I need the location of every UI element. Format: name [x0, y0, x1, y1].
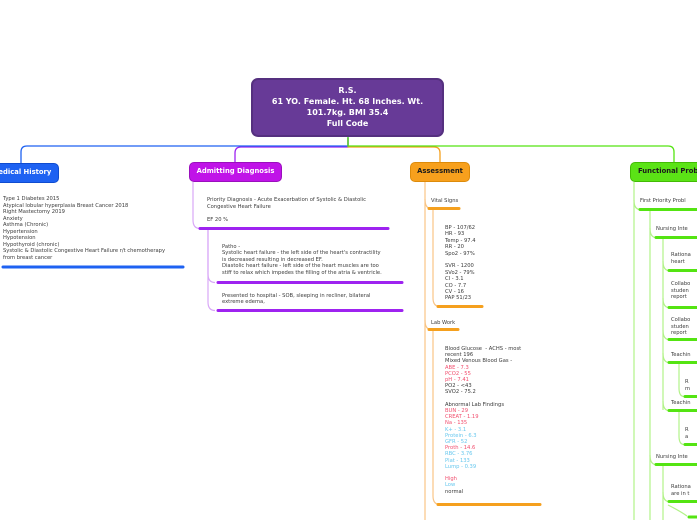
node-teaching-1-rationale[interactable]: R m — [685, 379, 691, 392]
lab-line: PO2 - <43 — [445, 383, 472, 390]
node-collaboration-2[interactable]: Collabo studen report — [671, 317, 691, 337]
lab-line: SVO2 - 75.2 — [445, 389, 476, 396]
root-line1: 61 YO. Female. Ht. 68 Inches. Wt. — [271, 97, 424, 106]
lab-line: RBC - 3.76 — [445, 451, 473, 458]
node-presented-to-hospital[interactable]: Presented to hospital - SOB, sleeping in… — [222, 293, 371, 306]
branch-functional-problems[interactable]: Functional Prob — [630, 162, 697, 182]
lab-line: BUN - 29 — [445, 408, 469, 415]
lab-line: Abnormal Lab Findings — [445, 401, 505, 408]
node-rationale-2[interactable]: Rationa are in t — [671, 484, 691, 497]
lab-line: Blood Glucose - ACHS - most — [445, 346, 522, 352]
lab-line: Protein - 6.3 — [445, 432, 477, 439]
node-nursing-interventions-1[interactable]: Nursing Inte — [656, 226, 688, 232]
node-priority-diagnosis[interactable]: Priority Diagnosis - Acute Exacerbation … — [207, 197, 366, 223]
lab-line: recent 196 — [445, 352, 474, 359]
lab-line: Proth - 14.6 — [445, 445, 476, 452]
lab-line: PCO2 - 55 — [445, 370, 471, 377]
branch-assessment[interactable]: Assessment — [410, 162, 470, 182]
lab-line: Plat - 133 — [445, 457, 470, 464]
node-rationale-1[interactable]: Rationa heart — [671, 252, 691, 265]
lab-line: pH - 7.41 — [445, 377, 469, 384]
node-patho[interactable]: Patho - Systolic heart failure - the lef… — [222, 244, 382, 276]
lab-line: CREAT - 1.19 — [445, 414, 479, 421]
lab-line: normal — [445, 488, 464, 495]
root-node-patient[interactable]: R.S. 61 YO. Female. Ht. 68 Inches. Wt. 1… — [251, 78, 444, 137]
lab-line: K+ - 3.1 — [445, 426, 467, 433]
node-lab-work-label[interactable]: Lab Work — [431, 320, 456, 326]
root-title: R.S. — [338, 86, 357, 95]
node-teaching-2[interactable]: Teachin — [671, 400, 691, 406]
node-teaching-2-rationale[interactable]: R a — [685, 427, 689, 440]
lab-line: High — [445, 476, 457, 483]
node-vital-signs-values[interactable]: BP - 107/62 HR - 93 Temp - 97.4 RR - 20 … — [445, 225, 476, 302]
node-vital-signs-label[interactable]: Vital Signs — [431, 198, 459, 204]
node-teaching-1[interactable]: Teachin — [671, 352, 691, 358]
node-first-priority-problem[interactable]: First Priority Probl — [640, 198, 686, 204]
node-collaboration-1[interactable]: Collabo studen report — [671, 281, 691, 301]
lab-line: Low — [445, 482, 456, 489]
branch-admitting-diagnosis[interactable]: Admitting Diagnosis — [189, 162, 282, 182]
branch-medical-history[interactable]: Medical History — [0, 163, 59, 183]
node-medical-history-list[interactable]: Type 1 Diabetes 2015 Atypical lobular hy… — [3, 196, 166, 261]
lab-line: Lump - 0.39 — [445, 463, 477, 470]
lab-line: Mixed Venous Blood Gas - — [445, 358, 513, 365]
lab-line: Na - 135 — [445, 420, 468, 427]
lab-line: GFR - 52 — [445, 439, 468, 446]
root-line2: 101.7kg. BMI 35.4 — [306, 108, 389, 117]
node-nursing-interventions-2[interactable]: Nursing Inte — [656, 454, 688, 460]
lab-line: ABE - 7.3 — [445, 364, 469, 371]
root-line3: Full Code — [326, 119, 369, 128]
